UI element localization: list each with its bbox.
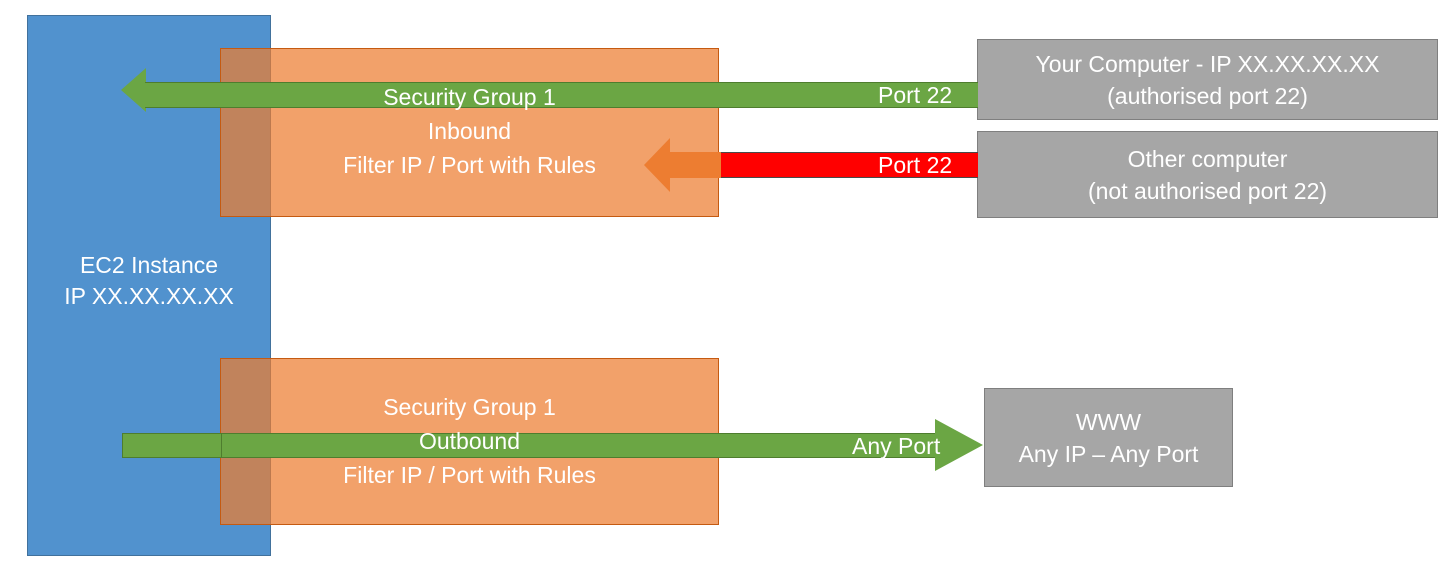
security-group-inbound-box (220, 48, 719, 217)
inbound-blocked-arrow-bar (719, 152, 978, 178)
inbound-allowed-arrow-tail (145, 82, 223, 108)
endpoint-other-computer-box: Other computer (not authorised port 22) (977, 131, 1438, 218)
ec2-instance-label: EC2 Instance IP XX.XX.XX.XX (64, 252, 234, 309)
outbound-allowed-port-label: Any Port (852, 433, 941, 459)
inbound-blocked-arrowhead-icon (644, 138, 670, 192)
inbound-blocked-port-label: Port 22 (878, 152, 953, 178)
security-group-outbound-label: Security Group 1 Outbound Filter IP / Po… (343, 394, 596, 488)
endpoint-www-box: WWW Any IP – Any Port (984, 388, 1233, 487)
outbound-allowed-arrowhead-icon (935, 419, 983, 471)
inbound-allowed-port-label: Port 22 (878, 82, 953, 108)
inbound-blocked-arrow-tail (669, 152, 721, 178)
security-group-inbound-label: Security Group 1 Inbound Filter IP / Por… (343, 84, 596, 178)
outbound-allowed-arrow-bar (222, 433, 936, 458)
outbound-allowed-arrow-stub (122, 433, 222, 458)
inbound-allowed-arrow-bar (222, 82, 978, 108)
inbound-allowed-arrowhead-icon (121, 68, 146, 112)
endpoint-your-computer-box: Your Computer - IP XX.XX.XX.XX (authoris… (977, 39, 1438, 120)
